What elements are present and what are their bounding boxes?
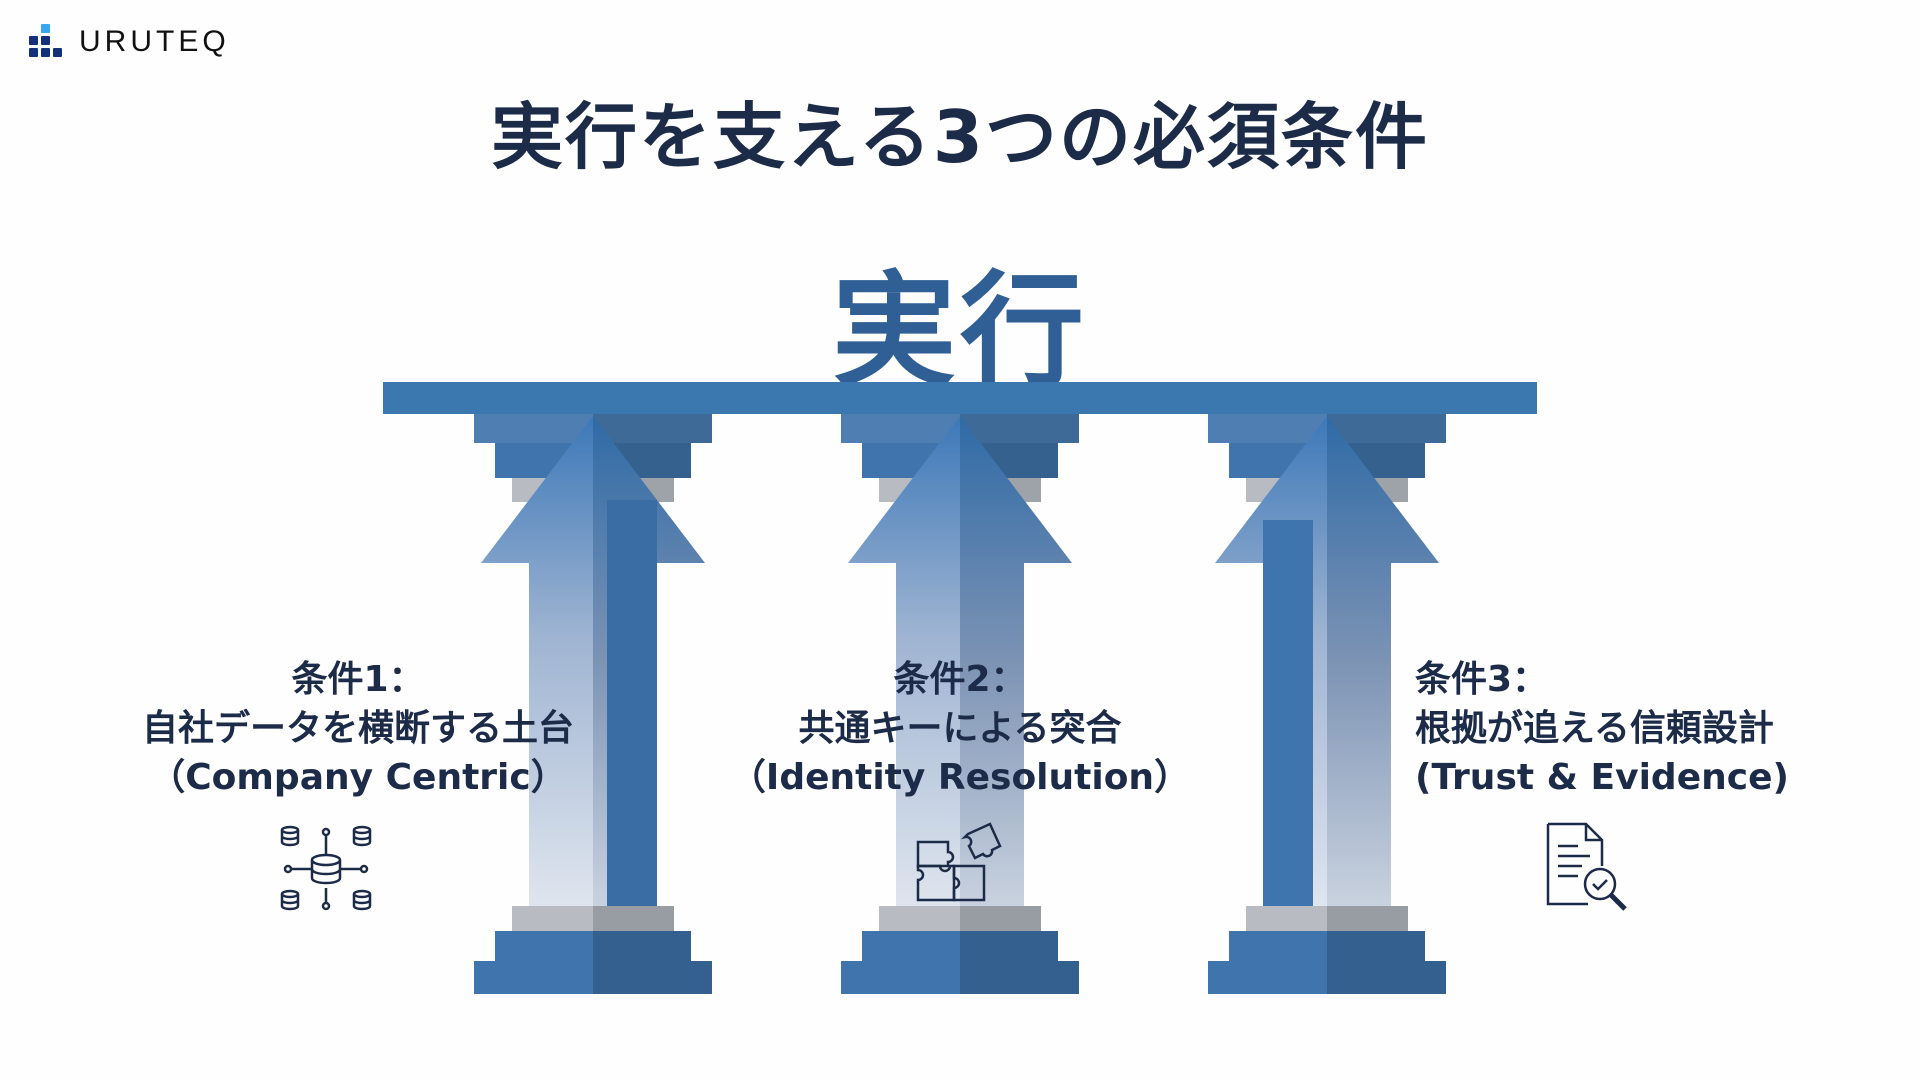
condition-1-title: 自社データを横断する土台	[141, 708, 574, 749]
pillar-block	[474, 414, 593, 443]
pillar-block	[1327, 961, 1446, 994]
arrow-shaft-dark	[1263, 520, 1313, 906]
condition-1: 条件1： 自社データを横断する土台 （Company Centric）	[58, 655, 658, 802]
pillar-block	[1246, 906, 1327, 931]
pillar-block	[495, 931, 593, 961]
pillar-block	[960, 906, 1041, 931]
roof-label: 実行	[831, 260, 1088, 404]
pillar-block	[1327, 931, 1425, 961]
pillar-block	[879, 906, 960, 931]
pillar-block	[1327, 414, 1446, 443]
condition-3-heading: 条件3：	[1415, 659, 1549, 700]
page-title: 実行を支える3つの必須条件	[491, 95, 1429, 179]
pillar-block	[593, 414, 712, 443]
brand-logo: URUTEQ	[27, 24, 230, 60]
pillar-block	[1208, 961, 1327, 994]
pillar-block	[1229, 931, 1327, 961]
brand-name: URUTEQ	[79, 25, 230, 58]
pillar-2	[841, 414, 1079, 994]
puzzle-icon	[916, 822, 1002, 902]
up-arrow-shade	[960, 416, 1072, 906]
condition-2-heading: 条件2：	[893, 659, 1027, 700]
roof-beam	[383, 382, 1537, 414]
pillar-block	[512, 906, 593, 931]
arrow-shaft-dark	[607, 500, 657, 906]
pillar-3	[1208, 414, 1446, 994]
pillar-block	[593, 931, 691, 961]
condition-3-subtitle: (Trust & Evidence)	[1415, 757, 1789, 798]
pillar-block	[593, 961, 712, 994]
condition-2-title: 共通キーによる突合	[798, 708, 1122, 749]
document-check-icon	[1546, 822, 1627, 911]
pillar-block	[862, 931, 960, 961]
condition-3: 条件3： 根拠が追える信頼設計 (Trust & Evidence)	[1415, 655, 1789, 802]
pillar-block	[1327, 906, 1408, 931]
up-arrow	[848, 416, 960, 906]
pillar-block	[960, 931, 1058, 961]
pillar-block	[1208, 414, 1327, 443]
database-network-icon	[280, 825, 372, 911]
condition-3-title: 根拠が追える信頼設計	[1415, 708, 1774, 749]
up-arrow-shade	[1327, 416, 1439, 906]
condition-1-heading: 条件1：	[291, 659, 425, 700]
condition-1-subtitle: （Company Centric）	[149, 757, 567, 798]
pillar-block	[960, 961, 1079, 994]
pillar-block	[474, 961, 593, 994]
pillar-block	[841, 414, 960, 443]
pillar-block	[593, 906, 674, 931]
up-arrow	[481, 416, 593, 906]
pillar-block	[841, 961, 960, 994]
pillar-1	[474, 414, 712, 994]
pillar-block	[960, 414, 1079, 443]
condition-2: 条件2： 共通キーによる突合 （Identity Resolution）	[660, 655, 1260, 802]
condition-2-subtitle: （Identity Resolution）	[729, 757, 1191, 798]
uruteq-logo-icon	[29, 24, 62, 57]
